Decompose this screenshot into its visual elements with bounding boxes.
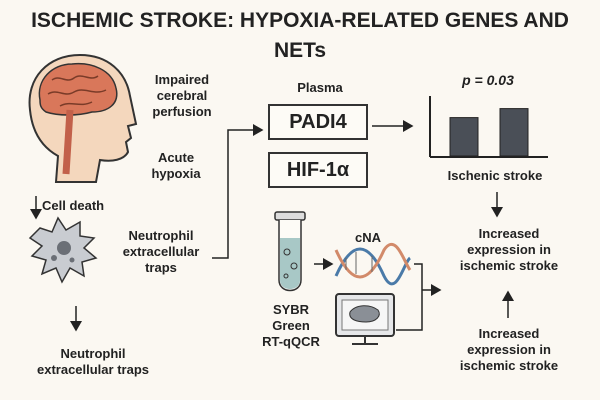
cna-label: cNA <box>354 230 381 245</box>
net-mid-label: Neutrophil extracellular traps <box>122 228 200 275</box>
chart-bars <box>449 108 529 157</box>
diagram-title-line1: ISCHEMIC STROKE: HYPOXIA-RELATED GENES A… <box>31 9 569 32</box>
impaired-perfusion-label: Impaired cerebral perfusion <box>152 72 212 119</box>
dna-helix-icon <box>334 242 412 286</box>
neutrophil-cell-icon <box>28 216 98 284</box>
sybr-label: SYBR Green RT-qQCR <box>262 302 320 349</box>
chart-bar-1 <box>449 117 479 157</box>
p-value-label: p = 0.03 <box>462 72 514 88</box>
monitor-icon <box>335 293 395 345</box>
net-left-label: Neutrophil extracellular traps <box>36 346 149 377</box>
chart-bar-2 <box>499 108 529 157</box>
increased-expression-bottom-label: Increased expression in ischemic stroke <box>459 326 559 373</box>
brain-icon <box>38 62 118 175</box>
diagram-title-line2: NETs <box>273 39 327 62</box>
plasma-label: Plasma <box>297 80 343 95</box>
hif1a-box: HIF-1α <box>268 152 368 188</box>
cell-death-label: Cell death <box>42 198 105 213</box>
test-tube-icon <box>274 211 306 292</box>
chart-axes <box>429 96 548 158</box>
acute-hypoxia-label: Acute hypoxia <box>151 150 201 181</box>
ischemic-stroke-axis-label: Ischenic stroke <box>447 168 543 183</box>
increased-expression-top-label: Increased expression in ischemic stroke <box>459 226 559 273</box>
padi4-box: PADI4 <box>268 104 368 140</box>
